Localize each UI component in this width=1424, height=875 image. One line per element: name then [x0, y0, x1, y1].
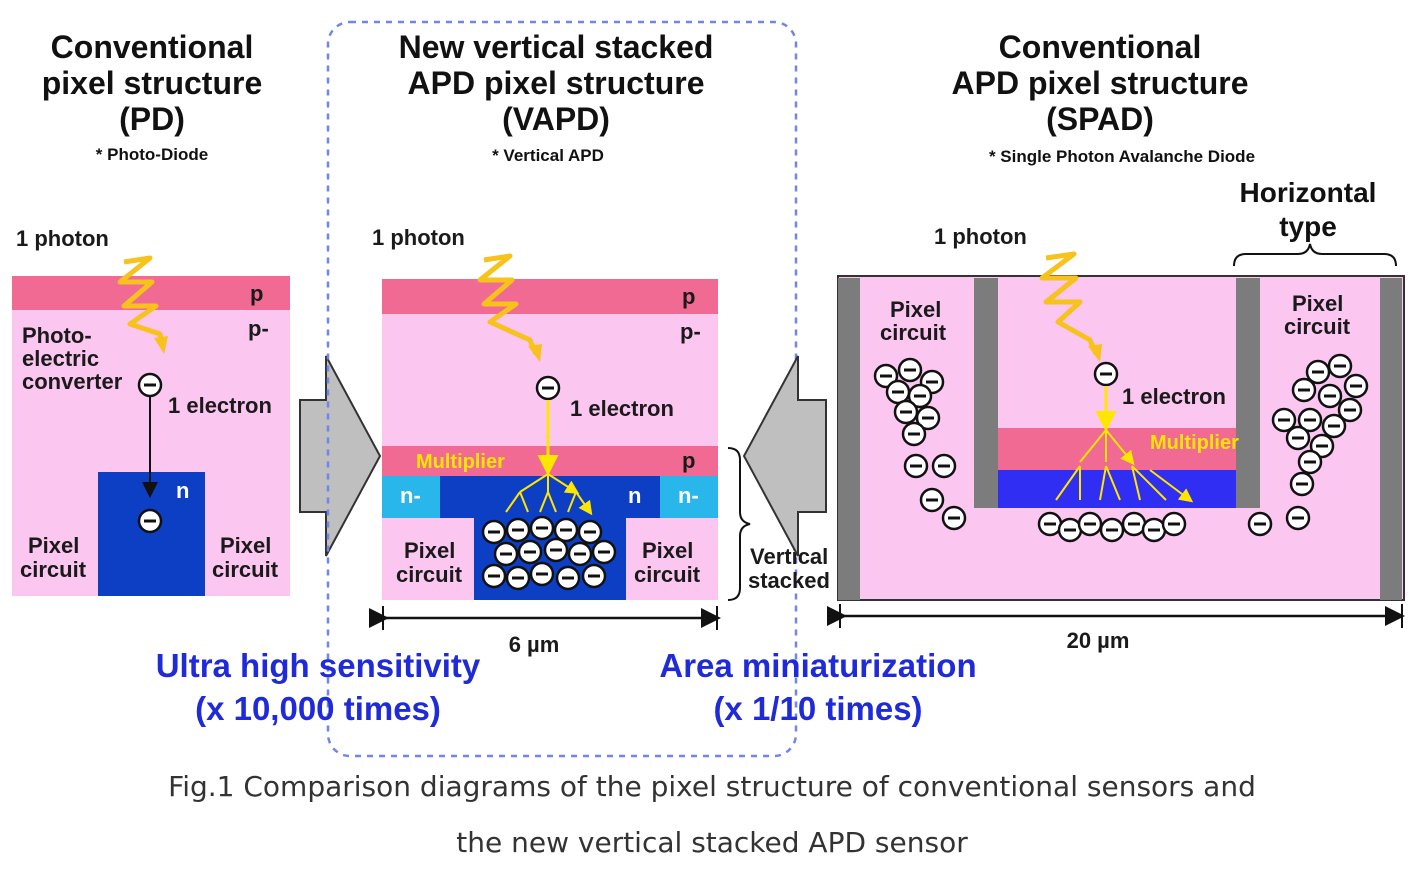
spad-title-line-3: (SPAD)	[1046, 101, 1154, 137]
vapd-avalanche-arrows	[505, 473, 590, 512]
vapd-n-minus-right-label: n-	[678, 483, 699, 508]
vapd-p-top-layer	[382, 279, 718, 314]
spad-horizontal-line-1: Horizontal	[1240, 177, 1377, 208]
vapd-title-line-2: APD pixel structure	[408, 65, 705, 101]
pd-electron-label: 1 electron	[168, 393, 272, 418]
spad-electron-label: 1 electron	[1122, 384, 1226, 409]
vapd-note: * Vertical APD	[492, 146, 604, 165]
miniaturization-line-1: Area miniaturization	[659, 647, 976, 684]
spad-photon-label: 1 photon	[934, 224, 1027, 249]
spad-wall-4	[1380, 278, 1402, 600]
sensitivity-line-1: Ultra high sensitivity	[156, 647, 481, 684]
pd-electron-icon	[137, 372, 163, 398]
figure-caption-line-2: the new vertical stacked APD sensor	[456, 826, 968, 859]
vapd-n-label: n	[628, 483, 641, 508]
spad-wall-1	[838, 278, 860, 600]
spad-pixel-left-line-2: circuit	[880, 320, 947, 345]
spad-multiplier-label: Multiplier	[1150, 432, 1239, 454]
pd-photon-arrowhead-icon	[154, 336, 168, 354]
pd-panel: Conventional pixel structure (PD) * Phot…	[12, 29, 290, 596]
vapd-vertical-brace-icon	[727, 447, 751, 601]
spad-multiplier-p-layer	[998, 428, 1236, 470]
pd-pixel-right-line-1: Pixel	[220, 533, 271, 558]
spad-pixel-left-line-1: Pixel	[890, 297, 941, 322]
vapd-title-line-3: (VAPD)	[502, 101, 610, 137]
vapd-p-minus-label: p-	[680, 319, 701, 344]
vapd-p-top-label: p	[682, 284, 695, 309]
vapd-electron-icon	[535, 375, 561, 401]
pd-title-line-1: Conventional	[51, 29, 254, 65]
vapd-pixel-left-line-2: circuit	[396, 562, 463, 587]
pd-pixel-left-line-2: circuit	[20, 557, 87, 582]
pd-title-line-3: (PD)	[119, 101, 185, 137]
pd-converter-line-2: electric	[22, 346, 99, 371]
spad-pixel-right-line-2: circuit	[1284, 314, 1351, 339]
spad-panel: Conventional APD pixel structure (SPAD) …	[827, 29, 1405, 653]
spad-pixel-right-line-1: Pixel	[1292, 291, 1343, 316]
vapd-stacked-label: stacked	[748, 568, 830, 593]
spad-width-label: 20 µm	[1067, 628, 1130, 653]
spad-avalanche-arrows	[1055, 429, 1190, 500]
pd-title-line-2: pixel structure	[42, 65, 263, 101]
left-block-arrow-icon	[742, 355, 827, 557]
spad-photon-arrowhead-icon	[1088, 344, 1102, 362]
spad-title-line-1: Conventional	[999, 29, 1202, 65]
pd-collected-electron-icon	[137, 508, 163, 534]
vapd-pixel-left-line-1: Pixel	[404, 538, 455, 563]
figure-caption-line-1: Fig.1 Comparison diagrams of the pixel s…	[168, 770, 1256, 803]
sensitivity-line-2: (x 10,000 times)	[195, 690, 441, 727]
spad-wall-3	[1236, 278, 1260, 508]
vapd-title-line-1: New vertical stacked	[399, 29, 714, 65]
vapd-n-minus-right	[660, 476, 718, 518]
spad-electron-icon	[1093, 361, 1119, 387]
vapd-n-minus-left	[382, 476, 440, 518]
pd-p-minus-label: p-	[248, 316, 269, 341]
pd-note: * Photo-Diode	[96, 145, 208, 164]
pd-photon-label: 1 photon	[16, 226, 109, 251]
pd-converter-line-3: converter	[22, 369, 123, 394]
vapd-electron-cluster	[481, 515, 617, 591]
vapd-highlight-frame	[326, 20, 798, 758]
pd-pixel-left-line-1: Pixel	[28, 533, 79, 558]
vapd-multiplier-p-label: p	[682, 448, 695, 473]
pd-n-label: n	[176, 478, 189, 503]
vapd-pixel-right-line-1: Pixel	[642, 538, 693, 563]
right-block-arrow-icon	[299, 355, 382, 557]
spad-horizontal-brace-icon	[1233, 243, 1397, 267]
vapd-multiplier-label: Multiplier	[416, 451, 505, 473]
vapd-n-minus-left-label: n-	[400, 483, 421, 508]
spad-title-line-2: APD pixel structure	[952, 65, 1249, 101]
spad-note: * Single Photon Avalanche Diode	[989, 147, 1255, 166]
pd-photon-wave-icon	[117, 255, 165, 347]
spad-photon-wave-icon	[1039, 251, 1099, 355]
vapd-photon-arrowhead-icon	[528, 344, 542, 362]
pd-p-label: p	[250, 281, 263, 306]
vapd-vertical-label: Vertical	[750, 544, 828, 569]
vapd-photon-label: 1 photon	[372, 225, 465, 250]
spad-n-layer	[998, 470, 1236, 508]
spad-horizontal-line-2: type	[1279, 211, 1337, 242]
vapd-width-label: 6 µm	[509, 632, 560, 657]
pd-converter-line-1: Photo-	[22, 323, 92, 348]
vapd-photon-wave-icon	[477, 253, 539, 355]
vapd-pixel-right-line-2: circuit	[634, 562, 701, 587]
miniaturization-line-2: (x 1/10 times)	[713, 690, 922, 727]
pd-pixel-right-line-2: circuit	[212, 557, 279, 582]
spad-wall-2	[974, 278, 998, 508]
vapd-electron-label: 1 electron	[570, 396, 674, 421]
vapd-panel: New vertical stacked APD pixel structure…	[369, 29, 830, 657]
